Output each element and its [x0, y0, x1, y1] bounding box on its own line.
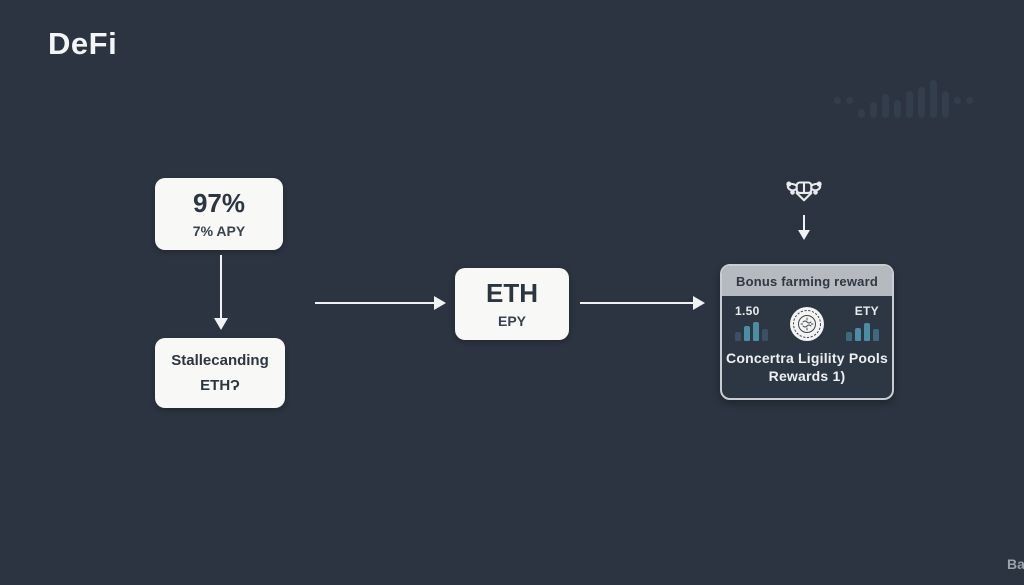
arrowhead-down-icon: [798, 230, 810, 240]
dot: [846, 97, 853, 104]
ornate-crown-badge-icon: [786, 181, 822, 202]
arrow-apy-to-staking: [214, 255, 228, 330]
bonus-reward-card: Bonus farming reward 1.50 ETY: [720, 264, 894, 400]
staking-label: Stallecanding: [171, 352, 269, 370]
staking-sublabel: ETHɁ: [200, 376, 240, 394]
right-stat-column: ETY: [846, 304, 879, 341]
bar: [735, 332, 741, 341]
reward-card-stats-row: 1.50 ETY: [722, 296, 892, 342]
bar: [753, 322, 759, 341]
bar: [906, 91, 913, 118]
eth-sublabel: EPY: [497, 312, 526, 329]
apy-box: 97% 7% APY: [155, 178, 283, 250]
right-mini-bar-chart: [846, 321, 879, 341]
dot: [834, 97, 841, 104]
page-title: DeFi: [48, 26, 118, 61]
bar: [882, 94, 889, 118]
reward-card-header: Bonus farming reward: [722, 266, 892, 296]
bar: [846, 332, 852, 341]
bar: [942, 91, 949, 118]
bar: [762, 329, 768, 341]
left-mini-bar-chart: [735, 321, 768, 341]
apy-percentage: 97%: [192, 188, 246, 219]
arrow-left-to-eth: [315, 296, 446, 310]
caption-line-1: Concertra Ligility Pools: [726, 350, 888, 366]
equalizer-watermark-icon: [834, 72, 973, 118]
corner-clipped-text: Ba: [1007, 556, 1024, 572]
bar: [855, 328, 861, 341]
arrowhead-down-icon: [214, 318, 228, 330]
bar: [744, 326, 750, 341]
arrow-badge-to-card: [798, 215, 810, 240]
coin-emblem-icon: [790, 307, 824, 341]
apy-sublabel: 7% APY: [192, 222, 246, 239]
left-stat-value: 1.50: [735, 304, 760, 318]
bar: [930, 80, 937, 118]
reward-card-caption: Concertra Ligility Pools Rewards 1): [722, 349, 892, 385]
bar: [870, 102, 877, 118]
eth-box: ETH EPY: [455, 268, 569, 340]
arrowhead-right-icon: [434, 296, 446, 310]
eth-label: ETH: [486, 278, 538, 309]
bar: [894, 100, 901, 118]
bar: [864, 323, 870, 341]
left-stat-column: 1.50: [735, 304, 768, 341]
watermark-bars: [858, 80, 949, 118]
dot: [966, 97, 973, 104]
arrowhead-right-icon: [693, 296, 705, 310]
caption-line-2: Rewards 1): [768, 368, 846, 385]
bar: [858, 109, 865, 118]
arrow-eth-to-card: [580, 296, 705, 310]
bar: [918, 87, 925, 118]
staking-box: Stallecanding ETHɁ: [155, 338, 285, 408]
bar: [873, 329, 879, 341]
watermark-dots-right: [954, 97, 973, 104]
watermark-dots-left: [834, 97, 853, 104]
dot: [954, 97, 961, 104]
right-stat-value: ETY: [854, 304, 879, 318]
